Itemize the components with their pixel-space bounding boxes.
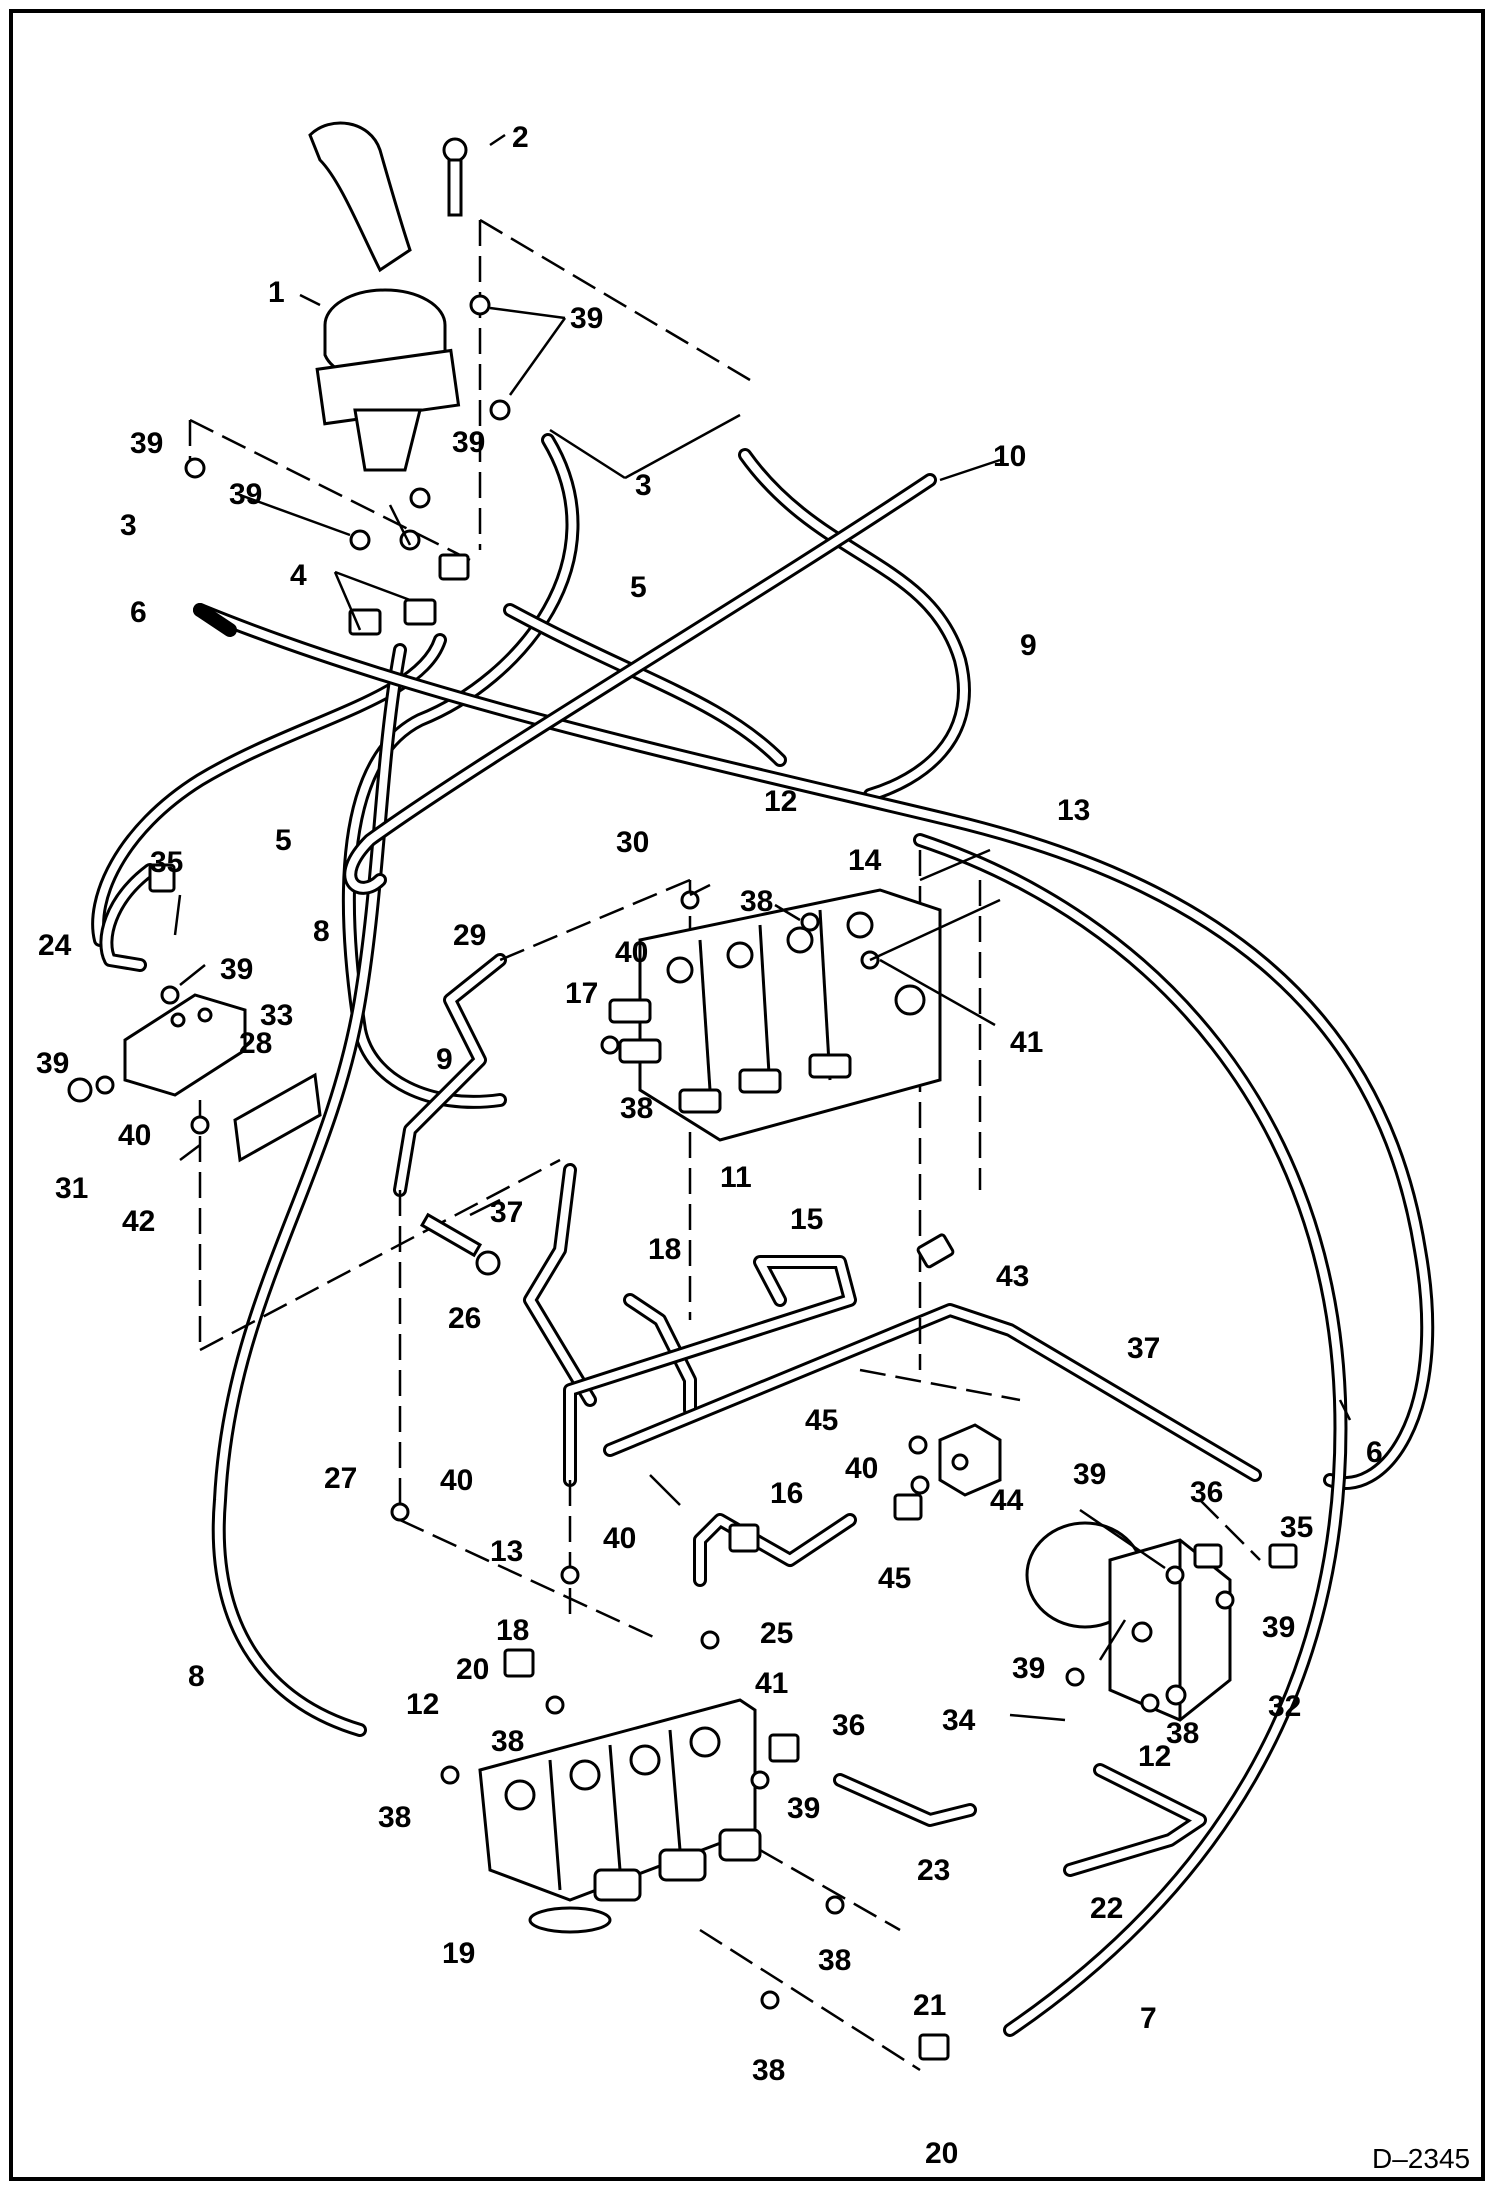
callout-39-block: 39 [220, 953, 253, 986]
callout-8-top: 8 [313, 915, 330, 948]
callout-36-right: 36 [1190, 1476, 1223, 1509]
callout-5-top: 5 [630, 571, 647, 604]
callout-39-valve-bottom: 39 [787, 1792, 820, 1825]
callout-5-left: 5 [275, 824, 292, 857]
callout-14: 14 [848, 844, 882, 877]
callout-18-top: 18 [648, 1233, 681, 1266]
callout-3-mid: 3 [635, 469, 652, 502]
callout-44: 44 [990, 1484, 1024, 1517]
callout-39-32: 39 [1012, 1652, 1045, 1685]
hoses [91, 433, 1435, 2037]
callout-labels: 1 2 3 3 3 4 5 5 6 6 7 8 8 9 9 10 11 12 1… [36, 121, 1383, 2170]
callout-32: 32 [1268, 1690, 1301, 1723]
callout-39-left-mid: 39 [229, 478, 262, 511]
callout-12-top: 12 [764, 785, 797, 818]
callout-23: 23 [917, 1854, 950, 1887]
callout-39-right: 39 [1262, 1611, 1295, 1644]
callout-41-bottom: 41 [755, 1667, 788, 1700]
callout-37-right: 37 [1127, 1332, 1160, 1365]
callout-21: 21 [913, 1989, 946, 2022]
callout-18-bottom: 18 [496, 1614, 529, 1647]
callout-35-right: 35 [1280, 1511, 1313, 1544]
callout-38-12: 38 [378, 1801, 411, 1834]
callout-39-accumulator: 39 [1073, 1458, 1106, 1491]
callout-38-bottom: 38 [752, 2054, 785, 2087]
callout-38-17: 38 [620, 1092, 653, 1125]
callout-26: 26 [448, 1302, 481, 1335]
callout-39-joystick: 39 [452, 426, 485, 459]
callout-38-valve: 38 [740, 885, 773, 918]
callout-9-mid: 9 [436, 1043, 453, 1076]
callout-8-bottom: 8 [188, 1660, 205, 1693]
callout-31: 31 [55, 1172, 88, 1205]
callout-9-top: 9 [1020, 629, 1037, 662]
callout-35-left: 35 [150, 846, 183, 879]
callout-40-13: 40 [603, 1522, 636, 1555]
callout-17: 17 [565, 977, 598, 1010]
callout-2: 2 [512, 121, 529, 154]
callout-33: 33 [260, 999, 293, 1032]
callout-38-right: 38 [1166, 1717, 1199, 1750]
callout-29: 29 [453, 919, 486, 952]
callout-12-bottom-left: 12 [406, 1688, 439, 1721]
callout-25: 25 [760, 1617, 793, 1650]
callout-40-44: 40 [845, 1452, 878, 1485]
callout-7: 7 [1140, 2002, 1157, 2035]
callout-39-left-top: 39 [130, 427, 163, 460]
leader-lines [173, 133, 1352, 1722]
callout-39-top: 39 [570, 302, 603, 335]
callout-6-right: 6 [1366, 1436, 1383, 1469]
callout-45-left: 45 [805, 1404, 838, 1437]
callout-36-bottom: 36 [832, 1709, 865, 1742]
callout-39-left-block: 39 [36, 1047, 69, 1080]
callout-12-bottom-right: 12 [1138, 1740, 1171, 1773]
callout-10: 10 [993, 440, 1026, 473]
parts [67, 121, 1298, 2061]
callout-16: 16 [770, 1477, 803, 1510]
figure-id: D–2345 [1372, 2143, 1470, 2174]
callout-4: 4 [290, 559, 307, 592]
callout-20-left: 20 [456, 1653, 489, 1686]
callout-38-bottom-left: 38 [491, 1725, 524, 1758]
callout-22: 22 [1090, 1892, 1123, 1925]
callout-42: 42 [122, 1205, 155, 1238]
callout-40-27: 40 [440, 1464, 473, 1497]
callout-37-left: 37 [490, 1196, 523, 1229]
callout-24: 24 [38, 929, 72, 962]
callout-41-valve: 41 [1010, 1026, 1043, 1059]
callout-43: 43 [996, 1260, 1029, 1293]
callout-38-21: 38 [818, 1944, 851, 1977]
callout-13-bottom: 13 [490, 1535, 523, 1568]
callout-20-bottom: 20 [925, 2137, 958, 2170]
callout-28: 28 [239, 1027, 272, 1060]
callout-6-left: 6 [130, 596, 147, 629]
callout-1: 1 [268, 276, 285, 309]
callout-3-left: 3 [120, 509, 137, 542]
callout-19: 19 [442, 1937, 475, 1970]
callout-34: 34 [942, 1704, 976, 1737]
callout-13-top: 13 [1057, 794, 1090, 827]
callout-27: 27 [324, 1462, 357, 1495]
callout-40-left: 40 [118, 1119, 151, 1152]
callout-45-bottom: 45 [878, 1562, 911, 1595]
callout-40-valve: 40 [615, 936, 648, 969]
callout-11: 11 [720, 1161, 752, 1194]
callout-30: 30 [616, 826, 649, 859]
callout-15: 15 [790, 1203, 823, 1236]
